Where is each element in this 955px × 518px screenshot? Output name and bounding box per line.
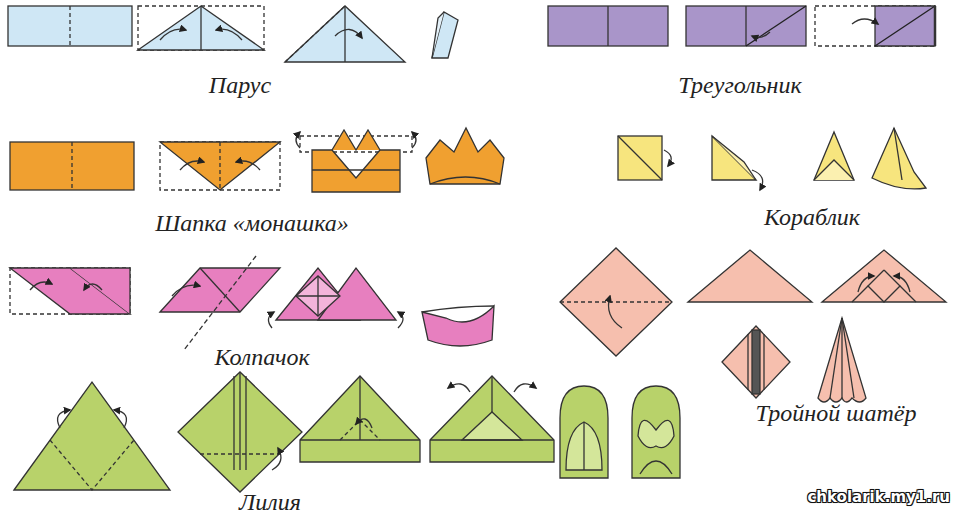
model-caption: Тройной шатёр xyxy=(756,400,917,427)
model-caption: Парус xyxy=(209,72,271,99)
model-caption: Лилия xyxy=(239,489,301,516)
model-caption: Треугольник xyxy=(678,72,801,99)
model-caption: Колпачок xyxy=(214,344,309,371)
model-caption: Кораблик xyxy=(764,204,860,231)
model-caption: Шапка «монашка» xyxy=(155,210,349,237)
watermark: chkolarik.my1.ru xyxy=(807,488,950,506)
